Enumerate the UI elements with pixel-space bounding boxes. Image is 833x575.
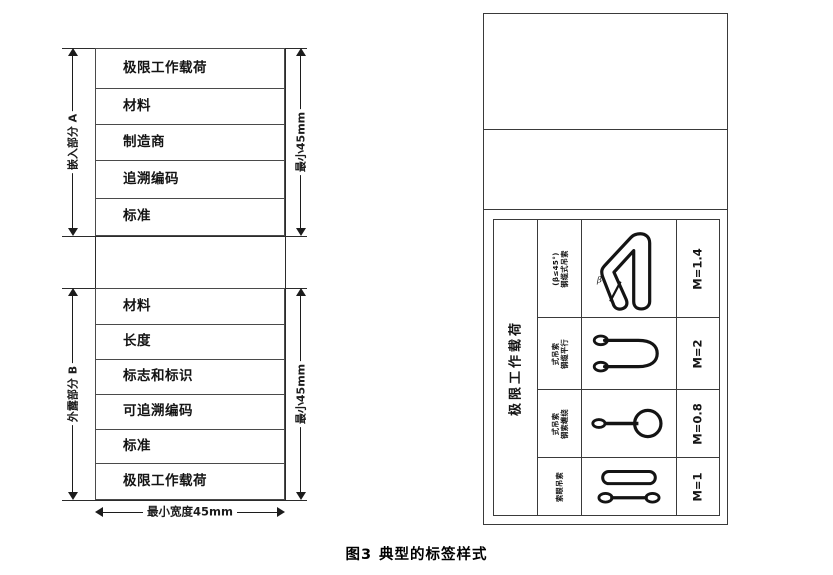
sling-description-line: 钢索缠绕 [559,408,568,439]
sling-description-text: 索眼吊索 [554,471,564,502]
field-label: 长度 [123,333,151,350]
figure-caption-number: 图3 [345,547,373,563]
field-row: 标准 [95,198,285,236]
sling-description-text: 钢缆平行 式吊索 [550,338,568,369]
label-outline-left-edge [95,48,96,500]
field-label: 材料 [123,297,151,314]
arrow-up-icon [295,48,306,56]
label-outline-right-edge [285,48,286,500]
sling-factor-cell: M=0.8 [677,390,719,457]
arrow-down-icon [295,492,306,500]
dimension-section-b-right: 最小45mm [292,288,310,500]
sling-pictogram-cell [582,458,677,515]
sling-description-line: 式吊索 [550,342,560,365]
table-row: 钢索缠绕 式吊索 M=0.8 [538,390,719,458]
sling-pictogram-cell [582,318,677,389]
field-row: 标志和标识 [95,359,285,394]
table-row: 钢缆式吊索 (β≤45°) β M [538,220,719,318]
eye-and-endless-sling-icon [597,469,661,504]
field-label: 制造商 [123,133,165,150]
section-a-side-label: 嵌入部分 A [65,110,81,174]
figure-caption: 图3 典型的标签样式 [0,543,833,564]
field-row: 极限工作载荷 [95,48,285,88]
arrow-up-icon [67,48,78,56]
sling-factor-cell: M=1.4 [677,220,719,317]
dimension-section-a-right: 最小45mm [292,48,310,236]
field-label: 极限工作载荷 [123,472,207,489]
sling-description-line: 钢缆式吊索 [559,249,568,288]
sling-description-line: 式吊索 [550,412,560,435]
choked-sling-icon: β [596,232,652,311]
section-a-height-label: 最小45mm [293,108,309,176]
sling-description-cell: 钢缆平行 式吊索 [538,318,582,389]
figure-caption-text: 典型的标签样式 [379,547,488,563]
dimension-section-b-left: 外露部分 B [64,288,82,500]
arrow-down-icon [67,492,78,500]
field-row: 追溯编码 [95,160,285,198]
dimension-width: 最小宽度45mm [95,503,285,521]
arrow-left-icon [95,507,103,517]
table-row: 钢缆平行 式吊索 M=2 [538,318,719,390]
sling-factor-value: M=1 [690,471,705,502]
wll-table-body: 钢缆式吊索 (β≤45°) β M [538,220,719,515]
section-b-side-label: 外露部分 B [65,362,81,426]
sling-factor-value: M=1.4 [690,247,705,290]
sling-description-line: 钢缆平行 [559,338,568,369]
sling-factor-cell: M=2 [677,318,719,389]
field-label: 材料 [123,97,151,114]
blank-band-top [484,14,727,130]
section-b-height-label: 最小45mm [293,360,309,428]
field-label: 标准 [123,437,151,454]
sling-description-text: 钢索缠绕 式吊索 [550,408,568,439]
field-label: 标志和标识 [123,368,193,385]
angle-symbol: β [596,275,602,285]
field-row: 材料 [95,88,285,124]
extension-line-b-bottom [62,500,307,501]
field-row: 材料 [95,288,285,324]
sling-description-cell: 索眼吊索 [538,458,582,515]
field-label: 极限工作载荷 [123,59,207,76]
arrow-up-icon [67,288,78,296]
field-label: 追溯编码 [123,170,179,187]
section-b-field-stack: 材料 长度 标志和标识 可追溯编码 标准 极限工作载荷 [95,288,285,500]
width-label: 最小宽度45mm [143,506,237,518]
sling-pictogram-cell [582,390,677,457]
blank-band-middle [484,130,727,210]
choker-sling-icon [591,408,663,439]
sling-description-line: (β≤45°) [550,251,560,286]
sling-factor-cell: M=1 [677,458,719,515]
wll-table-header: 极限工作载荷 [494,220,538,515]
wll-table: 极限工作载荷 钢缆式吊索 (β≤45°) [493,219,720,516]
sling-factor-value: M=2 [690,338,705,369]
left-label-diagram: 极限工作载荷 材料 制造商 追溯编码 标准 材料 长度 标志 [0,0,360,545]
arrow-down-icon [295,228,306,236]
dimension-section-a-left: 嵌入部分 A [64,48,82,236]
table-row: 索眼吊索 M=1 [538,458,719,515]
arrow-down-icon [67,228,78,236]
field-row: 长度 [95,324,285,359]
extension-line-a-bottom [62,236,307,237]
sling-description-cell: 钢缆式吊索 (β≤45°) [538,220,582,317]
field-row: 制造商 [95,124,285,160]
section-a-field-stack: 极限工作载荷 材料 制造商 追溯编码 标准 [95,48,285,236]
arrow-right-icon [277,507,285,517]
field-row: 极限工作载荷 [95,463,285,500]
field-row: 标准 [95,429,285,463]
wll-header-label: 极限工作载荷 [508,319,523,416]
field-label: 可追溯编码 [123,403,193,420]
basket-parallel-sling-icon [592,334,659,373]
sling-description-text: 钢缆式吊索 (β≤45°) [550,249,568,288]
sling-factor-value: M=0.8 [690,402,705,445]
sling-pictogram-cell: β [582,220,677,317]
field-row: 可追溯编码 [95,394,285,429]
field-label: 标准 [123,208,151,225]
sling-description-cell: 钢索缠绕 式吊索 [538,390,582,457]
right-label-diagram: 极限工作载荷 钢缆式吊索 (β≤45°) [483,13,728,525]
arrow-up-icon [295,288,306,296]
sling-description-line: 索眼吊索 [554,471,564,502]
